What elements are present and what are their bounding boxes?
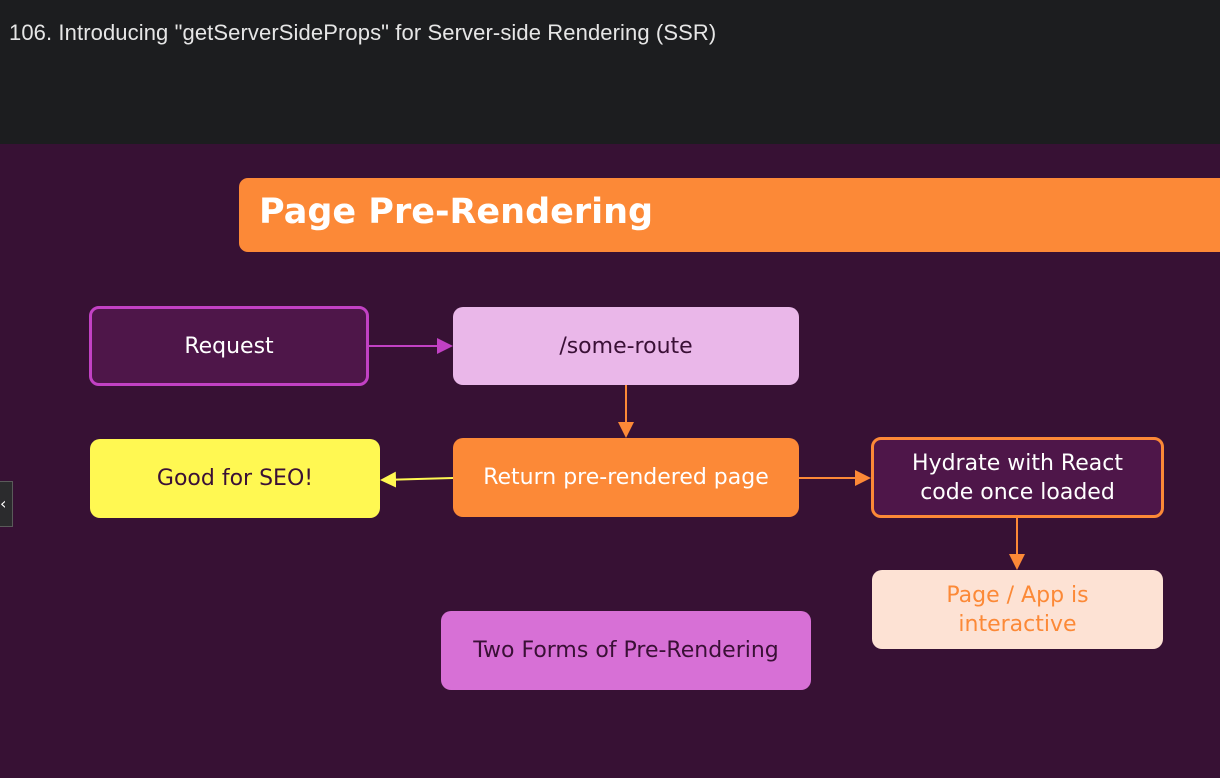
slide-banner: Page Pre-Rendering <box>239 178 1220 252</box>
slide: Page Pre-Rendering Request /some-route R… <box>0 144 1220 778</box>
return-page-label: Return pre-rendered page <box>483 465 769 490</box>
seo-label: Good for SEO! <box>156 466 314 491</box>
hydrate-box: Hydrate with React code once loaded <box>871 437 1164 518</box>
request-box: Request <box>89 306 369 386</box>
forms-label: Two Forms of Pre-Rendering <box>473 638 779 663</box>
interactive-box: Page / App is interactive <box>872 570 1163 649</box>
lecture-header: 106. Introducing "getServerSideProps" fo… <box>0 0 1220 144</box>
arrow-return-to-seo <box>380 471 454 488</box>
request-label: Request <box>184 333 274 359</box>
route-label: /some-route <box>559 333 693 359</box>
route-box: /some-route <box>453 307 799 385</box>
chevron-left-icon: ‹ <box>0 494 7 513</box>
interactive-label-line2: interactive <box>958 611 1077 637</box>
hydrate-label-line2: code once loaded <box>920 479 1115 505</box>
hydrate-label-line1: Hydrate with React <box>912 450 1123 476</box>
slide-title: Page Pre-Rendering <box>259 192 654 232</box>
interactive-label-line1: Page / App is <box>946 582 1089 608</box>
forms-box: Two Forms of Pre-Rendering <box>441 611 811 690</box>
flow-arrows <box>369 338 1025 570</box>
lecture-title: 106. Introducing "getServerSideProps" fo… <box>9 20 717 45</box>
previous-lecture-button[interactable]: ‹ <box>0 481 13 527</box>
seo-box: Good for SEO! <box>90 439 380 518</box>
return-page-box: Return pre-rendered page <box>453 438 799 517</box>
